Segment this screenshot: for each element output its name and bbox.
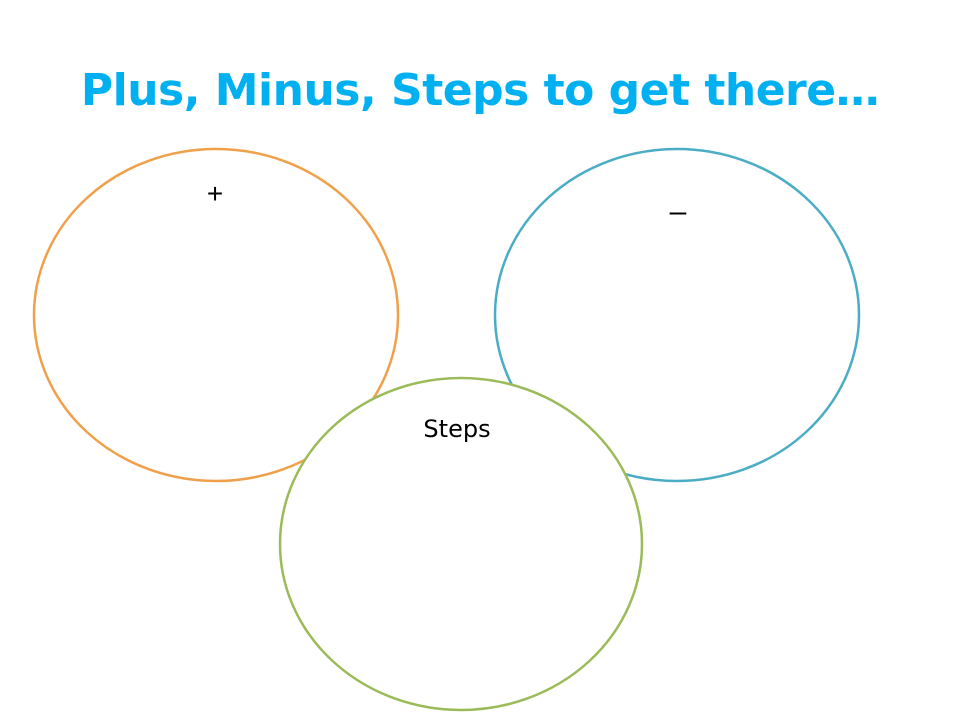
plus-label: + <box>206 178 224 209</box>
plus-circle <box>32 147 400 483</box>
minus-circle <box>493 147 861 483</box>
minus-label: – <box>669 195 687 228</box>
steps-label: Steps <box>423 415 491 443</box>
slide-title: Plus, Minus, Steps to get there… <box>80 65 880 116</box>
steps-circle <box>278 376 644 712</box>
